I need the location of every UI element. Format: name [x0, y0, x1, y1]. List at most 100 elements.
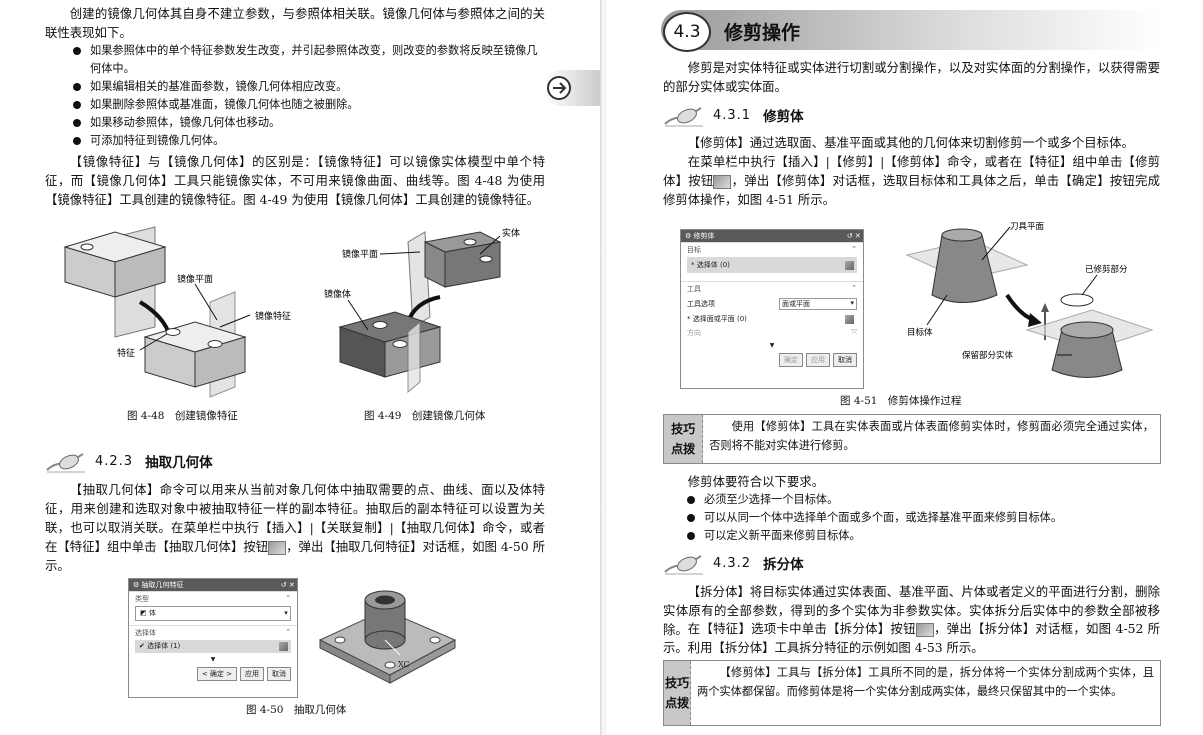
bullet-icon [687, 532, 695, 540]
select-face-row[interactable]: * 选择面或平面 (0) [681, 312, 863, 326]
check-icon: ✔ [139, 642, 145, 650]
label-target-body: 目标体 [907, 327, 933, 338]
cone-body [931, 234, 998, 303]
intro-paragraph: 修剪是对实体特征或实体进行切割或分割操作，以及对实体面的分割操作，以获得需要的部… [663, 60, 1160, 94]
reset-icon[interactable]: ↺ [280, 581, 287, 589]
section-heading-4-3-1: 4.3.1 修剪体 [663, 102, 804, 128]
cancel-button[interactable]: 取消 [267, 667, 291, 681]
section-number: 4.2.3 [95, 453, 134, 469]
tool-option-label: 工具选项 [687, 300, 715, 308]
dialog-titlebar: ⚙ 抽取几何特征↺ ✕ [129, 579, 297, 591]
label-mirror-body: 镜像体 [324, 288, 351, 300]
compare-paragraph: 【镜像特征】与【镜像几何体】的区别是：【镜像特征】可以镜像实体模型中单个特征，而… [45, 154, 545, 207]
leader-line [479, 235, 501, 255]
apply-button[interactable]: 应用 [240, 667, 264, 681]
reset-icon[interactable]: ↺ [846, 232, 853, 240]
select-body-row[interactable]: ✔ 选择体 (1) [135, 640, 291, 653]
page-nav-arrow-button[interactable] [543, 70, 600, 106]
bullet-icon [73, 47, 81, 55]
gear-icon: ⚙ [685, 232, 692, 240]
section-number: 4.3.1 [713, 107, 752, 123]
figure-4-48: 镜像平面 镜像特征 特征 [63, 226, 291, 398]
collapse-icon[interactable]: ⌃ [851, 284, 857, 292]
block-side [194, 336, 246, 388]
leader-line [219, 314, 251, 328]
close-icon[interactable]: ✕ [854, 232, 861, 240]
group-type[interactable]: 类型⌃ [129, 591, 297, 606]
select-target-row[interactable]: * 选择体 (0) [687, 257, 857, 273]
group-target[interactable]: 目标⌃ [681, 242, 863, 257]
extract-paragraph: 【抽取几何体】命令可以用来从当前对象几何体中抽取需要的点、曲线、面以及体特征，用… [45, 482, 546, 573]
reverse-direction-icon[interactable]: ⤧ [851, 328, 857, 336]
group-tool[interactable]: 工具⌃ [681, 281, 863, 296]
hole-shape [384, 661, 396, 669]
type-select[interactable]: ◩ 体▾ [135, 606, 291, 621]
trim-body-paragraph: 【修剪体】通过选取面、基准平面或其他的几何体来切割修剪一个或多个目标体。 [687, 135, 1134, 150]
label-kept-solid: 保留部分实体 [962, 350, 1014, 361]
apply-button[interactable]: 应用 [806, 353, 830, 367]
figure-caption: 图 4-50 抽取几何体 [246, 704, 347, 716]
list-item: 可添加特征到镜像几何体。 [70, 132, 545, 150]
block-side [114, 246, 166, 298]
extract-geometry-dialog: ⚙ 抽取几何特征↺ ✕ 类型⌃ ◩ 体▾ 选择体⌃ ✔ 选择体 (1) ▼ < … [128, 578, 298, 698]
leader-line [139, 333, 168, 351]
dropdown-arrow-icon: ▾ [284, 609, 290, 617]
hole-shape [372, 321, 388, 329]
leader-line [926, 294, 948, 326]
list-item: 如果参照体中的单个特征参数发生改变，并引起参照体改变，则改变的参数将反映至镜像几… [70, 42, 545, 78]
close-icon[interactable]: ✕ [288, 581, 295, 589]
bullet-icon [687, 514, 695, 522]
right-page: 4.3 修剪操作 修剪是对实体特征或实体进行切割或分割操作，以及对实体面的分割操… [606, 0, 1203, 735]
collapse-icon[interactable]: ⌃ [851, 245, 857, 253]
tip-label: 技巧点拨 [664, 415, 704, 463]
trim-body-dialog: ⚙ 修剪体↺ ✕ 目标⌃ * 选择体 (0) 工具⌃ 工具选项 面或平面▾ * … [680, 229, 864, 389]
label-solid: 实体 [502, 227, 520, 239]
bore-hole [375, 595, 395, 605]
dropdown-arrow-icon: ▾ [850, 299, 854, 307]
ok-button[interactable]: < 确定 > [196, 667, 237, 681]
base-plate-side [389, 639, 456, 684]
tool-option-select[interactable]: 面或平面▾ [779, 298, 857, 310]
trim-steps-paragraph: 在菜单栏中执行【插入】|【修剪】|【修剪体】命令，或者在【特征】组中单击【修剪体… [663, 154, 1161, 207]
requirements-intro: 修剪体要符合以下要求。 [687, 474, 825, 489]
direction-row[interactable]: 方向⤧ [687, 328, 857, 337]
block-side [444, 241, 501, 288]
label-feature: 特征 [117, 347, 135, 359]
section-heading-4-3-2: 4.3.2 拆分体 [663, 550, 804, 576]
collapse-icon[interactable]: ⌃ [285, 628, 291, 636]
expand-icon[interactable]: ▼ [769, 342, 775, 349]
leader-line [1081, 274, 1098, 296]
relation-list: 如果参照体中的单个特征参数发生改变，并引起参照体改变，则改变的参数将反映至镜像几… [70, 42, 545, 150]
label-mirror-plane: 镜像平面 [342, 248, 378, 260]
ok-button[interactable]: 确定 [779, 353, 803, 367]
figure-4-49: 镜像平面 实体 镜像体 [324, 227, 520, 394]
hole-shape [479, 255, 493, 263]
label-trimmed-part: 已修剪部分 [1085, 264, 1128, 275]
list-item: 如果移动参照体，镜像几何体也移动。 [70, 114, 545, 132]
leader-line [379, 251, 421, 255]
mouse-icon [46, 453, 85, 473]
section-heading-4-2-3: 4.2.3 抽取几何体 [45, 448, 213, 474]
bullet-icon [73, 119, 81, 127]
collapse-icon[interactable]: ⌃ [285, 594, 291, 602]
label-mirror-feature: 镜像特征 [255, 310, 291, 322]
mouse-icon [664, 555, 703, 575]
kept-solid-body [1051, 329, 1123, 378]
tip-box: 技巧点拨 使用【修剪体】工具在实体表面或片体表面修剪实体时，修剪面必须完全通过实… [663, 414, 1161, 464]
label-mirror-plane: 镜像平面 [177, 273, 213, 285]
cube-icon [845, 314, 854, 324]
section-number: 4.3.2 [713, 555, 752, 571]
list-item: 可以定义新平面来修剪目标体。 [684, 527, 1154, 545]
group-select-body[interactable]: 选择体⌃ [129, 625, 297, 640]
leader-line [347, 299, 369, 331]
hole-shape [429, 636, 441, 644]
cancel-button[interactable]: 取消 [833, 353, 857, 367]
leader-line [981, 226, 1011, 261]
tip-text: 【修剪体】工具与【拆分体】工具所不同的是，拆分体将一个实体分割成两个实体，且两个… [697, 666, 1154, 698]
chapter-section-banner [661, 10, 1161, 50]
cone-top [941, 228, 983, 242]
expand-icon[interactable]: ▼ [210, 656, 216, 663]
hole-shape [392, 340, 408, 348]
mirror-plane-shape [407, 320, 421, 394]
label-tool-plane: 刀具平面 [1010, 222, 1045, 232]
